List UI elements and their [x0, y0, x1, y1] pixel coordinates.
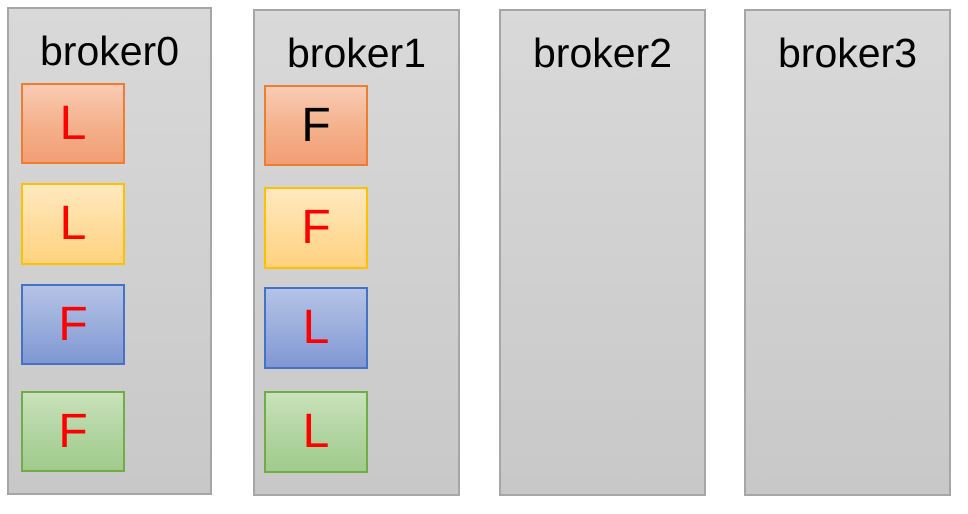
broker-title: broker3 — [777, 30, 917, 76]
partition-replica: F — [264, 187, 368, 269]
partition-replica: F — [264, 85, 368, 166]
broker-box-2: broker2 — [499, 9, 706, 496]
broker-title: broker1 — [286, 30, 426, 76]
partition-replica: L — [21, 83, 125, 164]
partition-replica: L — [264, 287, 368, 369]
partition-replica: F — [21, 391, 125, 472]
broker-box-3: broker3 — [744, 9, 951, 496]
partition-replica: L — [264, 391, 368, 473]
broker-title: broker2 — [532, 30, 672, 76]
partition-replica: L — [21, 183, 125, 265]
broker-title: broker0 — [39, 28, 179, 74]
partition-replica: F — [21, 284, 125, 365]
